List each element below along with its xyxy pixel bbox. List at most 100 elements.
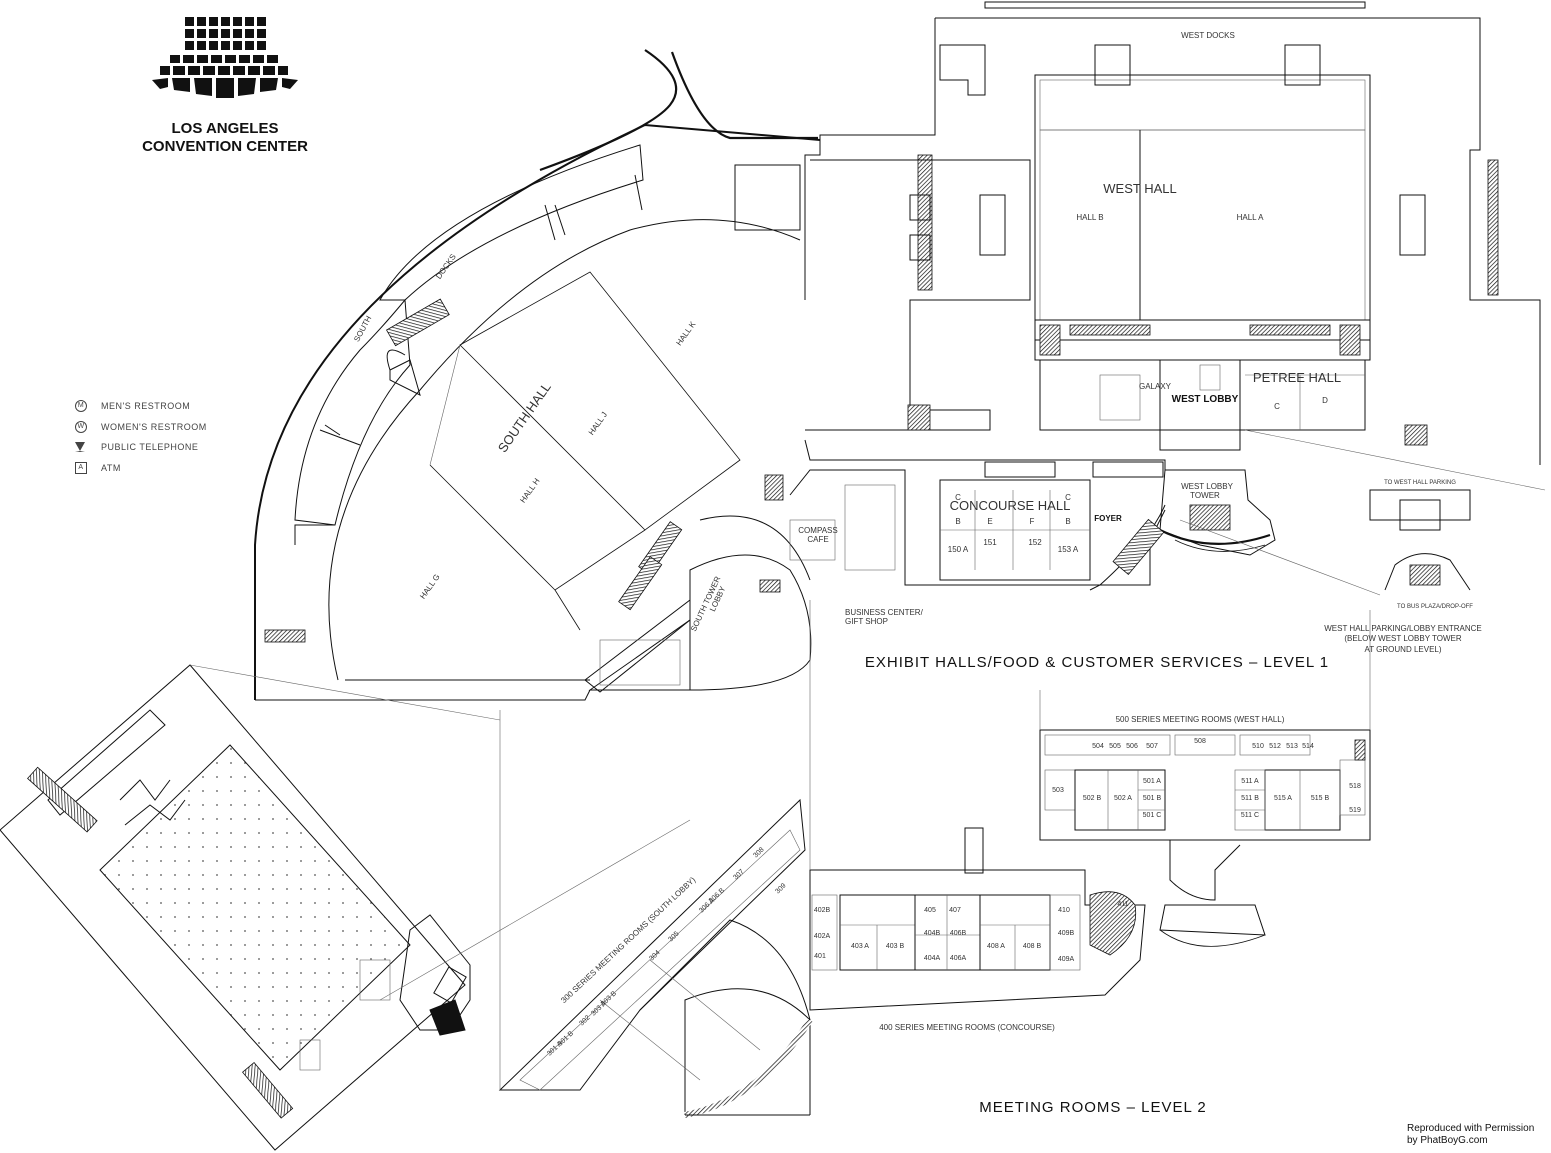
svg-text:407: 407 <box>949 907 961 914</box>
svg-text:404A: 404A <box>924 955 941 962</box>
svg-text:501 C: 501 C <box>1143 812 1162 819</box>
to-west-hall-parking-label: TO WEST HALL PARKING <box>1384 480 1456 486</box>
logo-title: LOS ANGELES CONVENTION CENTER <box>120 120 330 156</box>
parking-note-1: WEST HALL PARKING/LOBBY ENTRANCE <box>1324 624 1482 633</box>
south-hall-outline <box>254 49 1166 701</box>
south-hall-label: SOUTH HALL <box>495 380 554 455</box>
svg-text:406B: 406B <box>950 930 967 937</box>
series-300-label: 300 SERIES MEETING ROOMS (SOUTH LOBBY) <box>559 875 697 1005</box>
legend-label: WOMEN'S RESTROOM <box>101 421 207 432</box>
svg-text:402B: 402B <box>814 907 831 914</box>
lacc-grid-logo-icon <box>152 17 298 98</box>
svg-text:518: 518 <box>1349 783 1361 790</box>
logo-line-1: LOS ANGELES <box>171 120 279 137</box>
concourse-room-e: E <box>987 517 992 526</box>
room-153a-label: 153 A <box>1058 545 1079 554</box>
foyer-label: FOYER <box>1094 514 1122 523</box>
concourse-room-c-left: C <box>955 493 961 502</box>
south-hall-labels: SOUTH DOCKS SOUTH HALL HALL G HALL H HAL… <box>352 252 1122 633</box>
hall-b-label: HALL B <box>1076 213 1103 222</box>
svg-text:512: 512 <box>1269 743 1281 750</box>
legend-row-mens: M MEN'S RESTROOM <box>75 396 207 417</box>
business-center-label-2: GIFT SHOP <box>845 617 888 626</box>
svg-text:502 B: 502 B <box>1083 795 1102 802</box>
meeting-rooms-500-series: 500 SERIES MEETING ROOMS (WEST HALL) <box>1039 715 1371 947</box>
svg-text:404B: 404B <box>924 930 941 937</box>
svg-text:502 A: 502 A <box>1114 795 1132 802</box>
rooms-500-labels: 504 505 506 507 508 510 512 513 514 503 … <box>1052 738 1361 819</box>
concourse-room-b-left: B <box>955 517 960 526</box>
svg-text:406A: 406A <box>950 955 967 962</box>
compass-cafe-label-1: COMPASS <box>798 526 837 535</box>
parking-note-3: AT GROUND LEVEL) <box>1364 645 1441 654</box>
west-docks-label: WEST DOCKS <box>1181 31 1235 40</box>
svg-text:409A: 409A <box>1058 956 1075 963</box>
svg-text:510: 510 <box>1252 743 1264 750</box>
svg-text:401: 401 <box>814 953 826 960</box>
rotated-building-plan <box>0 664 691 1151</box>
svg-text:307: 307 <box>732 868 745 881</box>
svg-text:511 A: 511 A <box>1241 778 1259 785</box>
svg-text:309: 309 <box>774 882 787 895</box>
west-hall-label: WEST HALL <box>1103 181 1176 196</box>
series-400-label: 400 SERIES MEETING ROOMS (CONCOURSE) <box>879 1023 1055 1032</box>
svg-text:504: 504 <box>1092 743 1104 750</box>
svg-text:505: 505 <box>1109 743 1121 750</box>
svg-text:405: 405 <box>924 907 936 914</box>
hall-k-label: HALL K <box>674 319 697 347</box>
level-connector-lines <box>499 600 1371 1090</box>
telephone-icon <box>75 442 85 453</box>
petree-d-label: D <box>1322 396 1328 405</box>
west-hall-parking-inset: TO WEST HALL PARKING TO BUS PLAZA/DROP-O… <box>1179 429 1546 654</box>
atm-icon: A <box>75 461 87 474</box>
hall-a-label: HALL A <box>1237 213 1264 222</box>
level-2-title: MEETING ROOMS – LEVEL 2 <box>979 1099 1207 1116</box>
svg-text:305: 305 <box>667 930 680 943</box>
west-lobby-tower-label-2: TOWER <box>1190 491 1220 500</box>
south-docks-label-2: DOCKS <box>434 252 458 280</box>
legend-row-womens: W WOMEN'S RESTROOM <box>75 417 207 438</box>
series-500-label: 500 SERIES MEETING ROOMS (WEST HALL) <box>1116 715 1285 724</box>
concourse-room-c-right: C <box>1065 493 1071 502</box>
logo-line-2: CONVENTION CENTER <box>142 138 308 155</box>
concourse-room-f: F <box>1030 517 1035 526</box>
meeting-rooms-300-series: 300 SERIES MEETING ROOMS (SOUTH LOBBY) <box>433 798 813 1118</box>
petree-hall-label: PETREE HALL <box>1253 370 1341 385</box>
womens-restroom-icon: W <box>75 420 87 433</box>
parking-note-2: (BELOW WEST LOBBY TOWER <box>1344 634 1461 643</box>
legend-row-telephone: PUBLIC TELEPHONE <box>75 437 207 458</box>
svg-text:511 B: 511 B <box>1241 795 1259 802</box>
west-hall-outline <box>804 1 1541 556</box>
svg-text:410: 410 <box>1058 907 1070 914</box>
svg-text:306 B: 306 B <box>708 887 726 905</box>
svg-text:519: 519 <box>1349 807 1361 814</box>
credit-line-1: Reproduced with Permission <box>1407 1123 1535 1134</box>
hall-h-label: HALL H <box>518 476 541 504</box>
legend-label: ATM <box>101 462 121 473</box>
legend-row-atm: A ATM <box>75 458 207 479</box>
svg-text:513: 513 <box>1286 743 1298 750</box>
room-150a-label: 150 A <box>948 545 969 554</box>
rooms-400-labels: 402B 402A 401 403 A 403 B 405 407 404B 4… <box>814 901 1129 963</box>
mens-restroom-icon: M <box>75 400 87 413</box>
svg-text:408 A: 408 A <box>987 943 1005 950</box>
credit-line-2: by PhatBoyG.com <box>1407 1135 1488 1146</box>
hall-g-label: HALL G <box>418 572 442 600</box>
west-lobby-label: WEST LOBBY <box>1172 394 1239 405</box>
room-151-label: 151 <box>983 538 997 547</box>
west-hall-labels: WEST DOCKS WEST HALL HALL A HALL B GALAX… <box>1076 31 1341 500</box>
svg-text:507: 507 <box>1146 743 1158 750</box>
svg-text:403 B: 403 B <box>886 943 905 950</box>
map-legend: M MEN'S RESTROOM W WOMEN'S RESTROOM PUBL… <box>75 396 207 478</box>
west-lobby-tower-label-1: WEST LOBBY <box>1181 482 1234 491</box>
svg-text:511 C: 511 C <box>1241 812 1259 819</box>
level-1-title: EXHIBIT HALLS/FOOD & CUSTOMER SERVICES –… <box>865 654 1329 671</box>
compass-cafe-label-2: CAFE <box>807 535 828 544</box>
petree-c-label: C <box>1274 402 1280 411</box>
svg-text:501 B: 501 B <box>1143 795 1162 802</box>
galaxy-label: GALAXY <box>1139 382 1172 391</box>
svg-text:411: 411 <box>1117 901 1128 908</box>
svg-text:409B: 409B <box>1058 930 1075 937</box>
legend-label: MEN'S RESTROOM <box>101 401 191 412</box>
